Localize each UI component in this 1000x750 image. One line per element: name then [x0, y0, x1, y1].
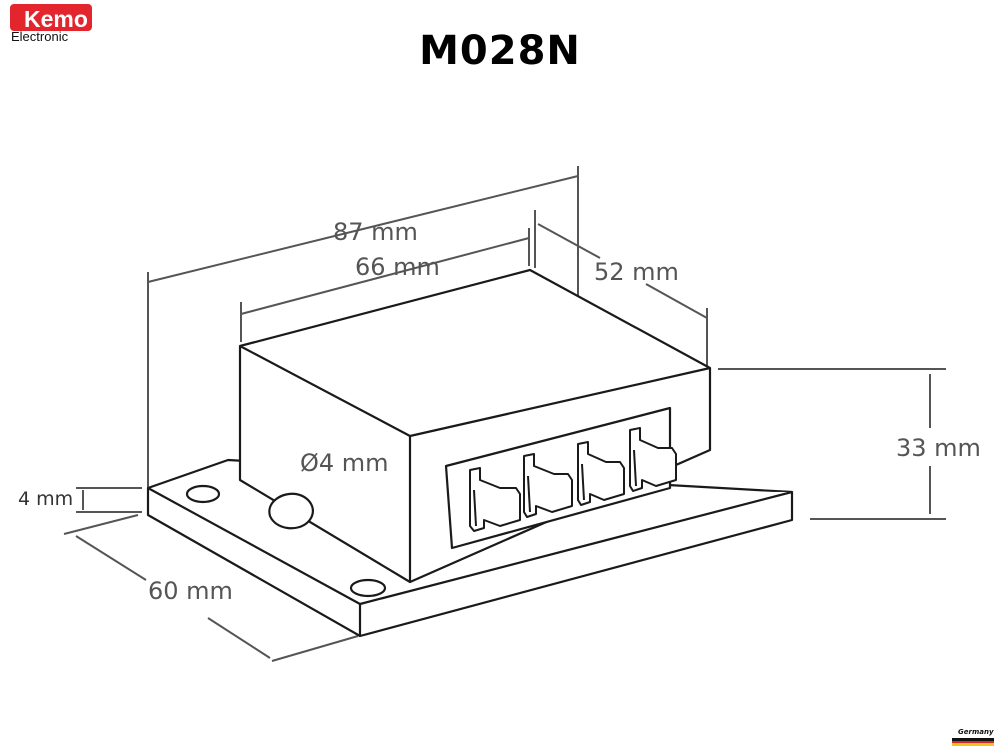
kemo-logo: Kemo	[10, 4, 92, 32]
germany-flag-icon	[952, 738, 994, 746]
country-badge-text: Germany	[958, 728, 994, 736]
spade-terminal-3	[577, 441, 625, 506]
spade-terminal-2-edge	[527, 475, 531, 513]
dimension-lines	[63, 166, 946, 662]
spade-terminal-4	[629, 427, 677, 492]
dim-line-87	[147, 175, 579, 283]
ext-line-60-front	[63, 514, 139, 535]
housing	[238, 268, 712, 584]
dim-line-66	[240, 237, 530, 315]
spade-terminal-3-edge	[581, 463, 585, 501]
logo-subtitle: Electronic	[11, 29, 69, 44]
mounting-hole-front	[349, 578, 387, 598]
dim-line-60-b	[207, 617, 271, 659]
label-hole-diameter: Ø4 mm	[300, 449, 389, 477]
dim-line-52-a	[537, 223, 601, 259]
adjustment-knob	[268, 492, 314, 530]
label-depth: 52 mm	[594, 258, 679, 286]
page-title: M028N	[419, 28, 581, 74]
label-total-length: 87 mm	[333, 218, 418, 246]
ext-line-60-back	[271, 635, 359, 662]
spade-terminal-1	[469, 467, 521, 532]
spade-terminals	[469, 427, 677, 532]
module-body	[146, 268, 794, 638]
spade-terminal-1-edge	[473, 489, 477, 527]
label-plate-width: 60 mm	[148, 577, 233, 605]
label-plate-thickness: 4 mm	[18, 488, 74, 510]
label-housing-length: 66 mm	[355, 253, 440, 281]
dim-line-60-a	[75, 535, 147, 581]
mounting-hole-left	[185, 484, 221, 504]
spade-terminal-4-edge	[633, 449, 637, 487]
logo-brand: Kemo	[24, 6, 88, 32]
dim-line-52-b	[645, 283, 708, 319]
label-height: 33 mm	[896, 434, 981, 462]
spade-terminal-2	[523, 453, 573, 518]
